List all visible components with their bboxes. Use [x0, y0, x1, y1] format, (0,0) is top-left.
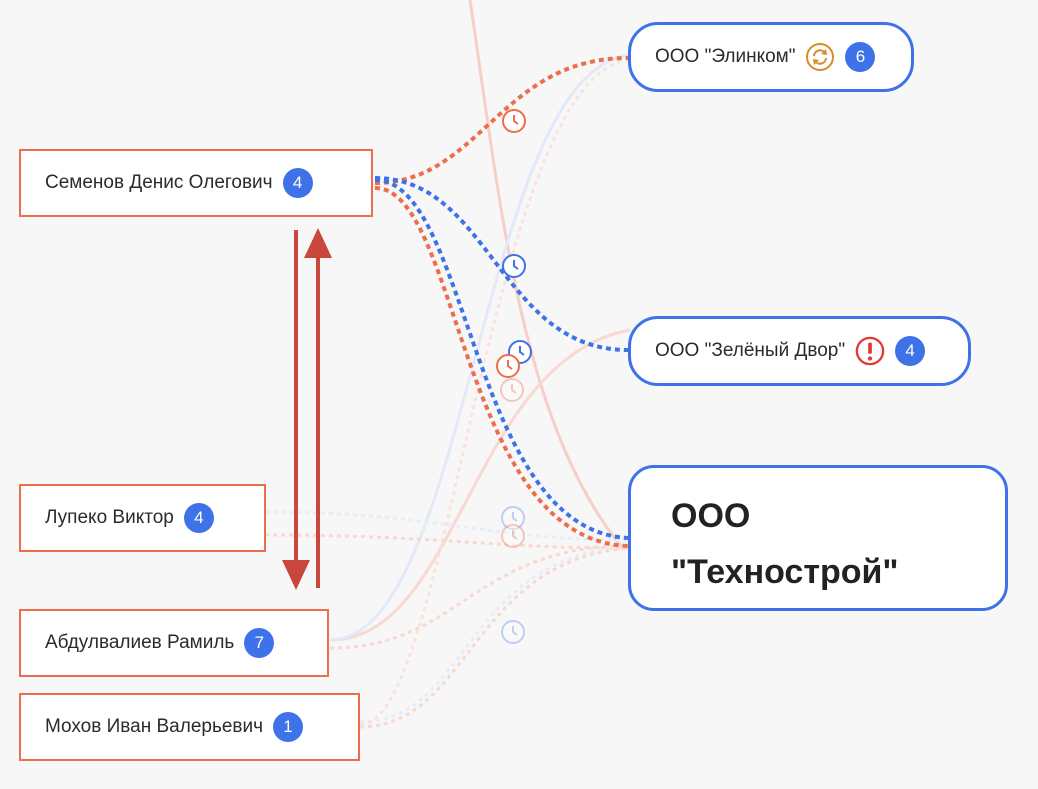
clock-icon	[500, 378, 524, 402]
company-name: ООО "Зелёный Двор"	[655, 340, 846, 361]
active-links	[374, 56, 629, 548]
person-name: Мохов Иван Валерьевич	[45, 716, 264, 737]
person-name: Абдулвалиев Рамиль	[45, 632, 235, 653]
clock-icon	[502, 109, 526, 133]
company-node-tekhnostroy[interactable]: ООО "Технострой"	[628, 465, 1008, 611]
alert-icon	[855, 336, 885, 366]
count-badge: 7	[244, 628, 275, 658]
reorder-arrows	[282, 228, 332, 590]
clock-icon	[501, 524, 525, 548]
person-name: Семенов Денис Олегович	[45, 172, 273, 193]
clock-icon	[501, 620, 525, 644]
company-name: ООО "Элинком"	[655, 46, 796, 67]
person-node-lupeko[interactable]: Лупеко Виктор 4	[19, 484, 266, 552]
refresh-icon	[805, 42, 835, 72]
count-badge: 4	[895, 336, 926, 366]
clock-icon	[502, 254, 526, 278]
link-semenov-zeleny-dvor	[374, 176, 629, 352]
count-badge: 4	[183, 503, 214, 533]
count-badge: 4	[282, 168, 313, 198]
link-semenov-tekhnostroy-blue	[374, 178, 629, 540]
link-semenov-tekhnostroy-red	[374, 186, 629, 548]
company-name-line1: ООО	[671, 497, 751, 535]
count-badge: 1	[273, 712, 304, 742]
company-node-elinkom[interactable]: ООО "Элинком" 6	[628, 22, 914, 92]
company-node-zeleny-dvor[interactable]: ООО "Зелёный Двор" 4	[628, 316, 971, 386]
person-node-semenov[interactable]: Семенов Денис Олегович 4	[19, 149, 373, 217]
count-badge: 6	[845, 42, 876, 72]
company-name-line2: "Технострой"	[671, 553, 899, 591]
person-node-mokhov[interactable]: Мохов Иван Валерьевич 1	[19, 693, 360, 761]
link-semenov-elinkom	[374, 56, 629, 185]
person-name: Лупеко Виктор	[45, 507, 174, 528]
clock-icon	[496, 354, 520, 378]
clock-icon	[501, 506, 525, 530]
person-node-abdulvaliev[interactable]: Абдулвалиев Рамиль 7	[19, 609, 329, 677]
